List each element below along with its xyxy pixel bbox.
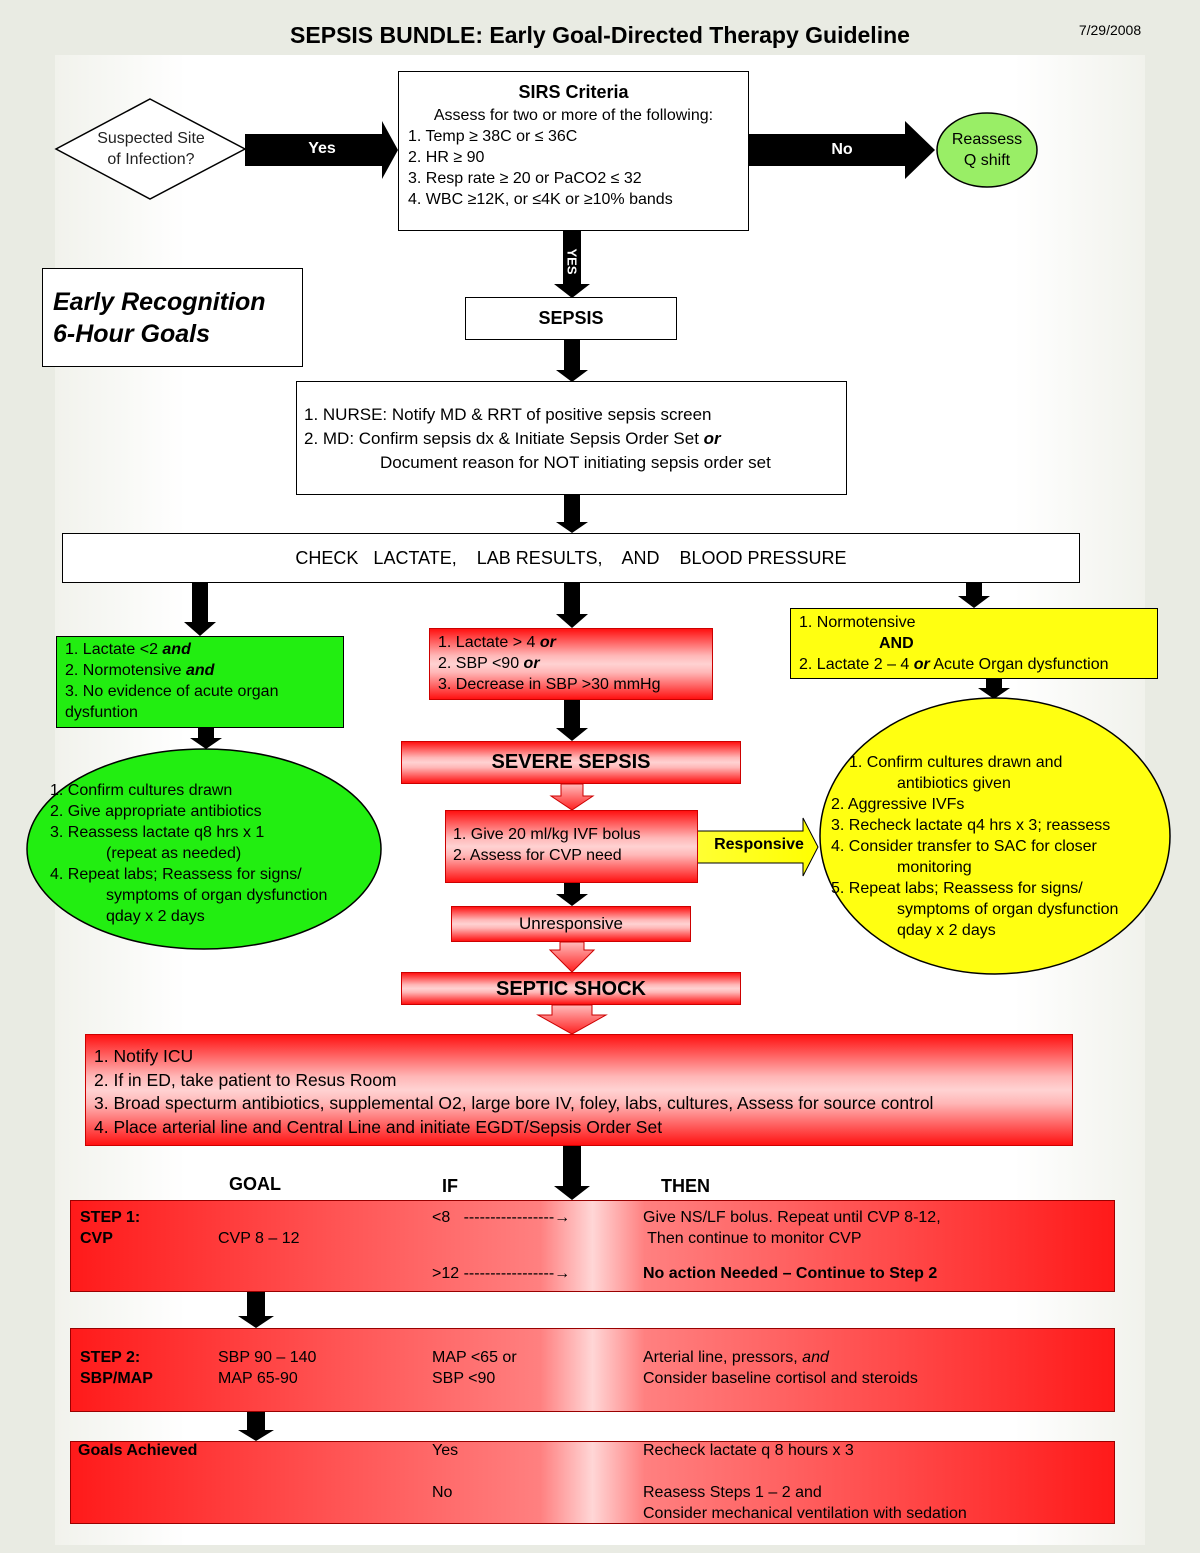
responsive-arrow xyxy=(696,817,819,877)
step2-sbp-map-row xyxy=(70,1328,1115,1412)
septic-shock-box: SEPTIC SHOCK xyxy=(401,972,741,1005)
no-arrow xyxy=(748,121,935,179)
reassess-circle xyxy=(936,112,1038,188)
step2-label: STEP 2: SBP/MAP xyxy=(80,1349,153,1387)
goals-then-yes: Recheck lactate q 8 hours x 3 xyxy=(643,1442,854,1459)
page-title: SEPSIS BUNDLE: Early Goal-Directed Thera… xyxy=(290,22,910,48)
if-header: IF xyxy=(422,1162,478,1200)
suspected-site-label: Suspected Site of Infection? xyxy=(97,130,205,168)
early-recognition-box: Early Recognition 6-Hour Goals xyxy=(42,268,303,367)
goals-then-no: Reasess Steps 1 – 2 and Consider mechani… xyxy=(643,1484,967,1522)
notify-down-arrow xyxy=(556,495,588,533)
icu-to-step1-arrow xyxy=(554,1146,590,1200)
goals-achieved-row xyxy=(70,1441,1115,1524)
goal-header: GOAL xyxy=(210,1160,300,1200)
step1-if-low: <8 -----------------→ xyxy=(432,1209,571,1226)
check-to-green-arrow xyxy=(184,583,216,636)
check-lactate-bar: CHECK LACTATE, LAB RESULTS, AND BLOOD PR… xyxy=(62,533,1080,583)
date-label: 7/29/2008 xyxy=(1078,22,1142,38)
yes-arrow-label: Yes xyxy=(308,140,336,157)
step1-label: STEP 1: CVP xyxy=(80,1209,141,1247)
bolus-to-unresponsive-arrow xyxy=(556,883,588,906)
severe-to-bolus-arrow xyxy=(549,783,595,811)
step1-then: Give NS/LF bolus. Repeat until CVP 8-12,… xyxy=(643,1209,941,1247)
step1-to-step2-arrow xyxy=(238,1292,274,1328)
yes-vertical-label: YES xyxy=(564,248,580,275)
sirs-criteria-box: SIRS Criteria Assess for two or more of … xyxy=(398,71,749,231)
icu-actions-box: 1. Notify ICU 2. If in ED, take patient … xyxy=(85,1034,1073,1146)
sepsis-box: SEPSIS xyxy=(465,297,677,340)
goals-achieved-label: Goals Achieved xyxy=(78,1442,198,1459)
yellow-criteria-box: 1. Normotensive AND 2. Lactate 2 – 4 or … xyxy=(790,608,1158,679)
step1-then-high: No action Needed – Continue to Step 2 xyxy=(643,1265,938,1282)
step1-goal: CVP 8 – 12 xyxy=(218,1230,300,1247)
sirs-item: 4. WBC ≥12K, or ≤4K or ≥10% bands xyxy=(408,191,673,208)
yellow-oval-text: 1. Confirm cultures drawn and antibiotic… xyxy=(831,754,1119,939)
severe-sepsis-box: SEVERE SEPSIS xyxy=(401,741,741,784)
red-to-severe-arrow xyxy=(556,700,588,741)
unresponsive-box: Unresponsive xyxy=(451,906,691,942)
then-header: THEN xyxy=(640,1162,731,1200)
suspected-site-diamond xyxy=(54,98,247,200)
red-criteria-box: 1. Lactate > 4 or 2. SBP <90 or 3. Decre… xyxy=(429,628,713,700)
responsive-label: Responsive xyxy=(714,836,804,853)
green-criteria-box: 1. Lactate <2 and 2. Normotensive and 3.… xyxy=(56,636,344,728)
yellow-oval xyxy=(819,697,1171,975)
check-to-yellow-arrow xyxy=(958,583,990,608)
yes-down-arrow xyxy=(554,230,590,298)
goals-no: No xyxy=(432,1484,453,1501)
sirs-title: SIRS Criteria xyxy=(518,82,629,102)
yellow-to-oval-arrow xyxy=(978,679,1010,699)
no-arrow-label: No xyxy=(831,141,853,158)
step1-if-high: >12 -----------------→ xyxy=(432,1265,571,1282)
check-to-red-arrow xyxy=(556,583,588,628)
step2-if: MAP <65 or SBP <90 xyxy=(432,1349,517,1387)
sepsis-down-arrow xyxy=(556,340,588,382)
green-oval-text: 1. Confirm cultures drawn 2. Give approp… xyxy=(50,782,328,925)
unresponsive-to-shock-arrow xyxy=(548,941,596,973)
step2-goal: SBP 90 – 140 MAP 65-90 xyxy=(218,1349,317,1387)
sirs-item: 3. Resp rate ≥ 20 or PaCO2 ≤ 32 xyxy=(408,170,642,187)
green-oval xyxy=(26,748,382,950)
green-to-oval-arrow xyxy=(190,728,222,749)
shock-to-icu-arrow xyxy=(536,1004,608,1035)
ivf-bolus-box: 1. Give 20 ml/kg IVF bolus 2. Assess for… xyxy=(445,810,698,883)
step1-cvp-row xyxy=(70,1200,1115,1292)
step2-then: Arterial line, pressors, and Consider ba… xyxy=(643,1349,918,1387)
notify-box: 1. NURSE: Notify MD & RRT of positive se… xyxy=(296,381,847,495)
reassess-label: Reassess Q shift xyxy=(951,131,1023,169)
sirs-item: 1. Temp ≥ 38C or ≤ 36C xyxy=(408,128,578,145)
yes-arrow xyxy=(245,121,398,179)
step2-to-goals-arrow xyxy=(238,1412,274,1441)
sirs-item: 2. HR ≥ 90 xyxy=(408,149,485,166)
goals-yes: Yes xyxy=(432,1442,459,1459)
